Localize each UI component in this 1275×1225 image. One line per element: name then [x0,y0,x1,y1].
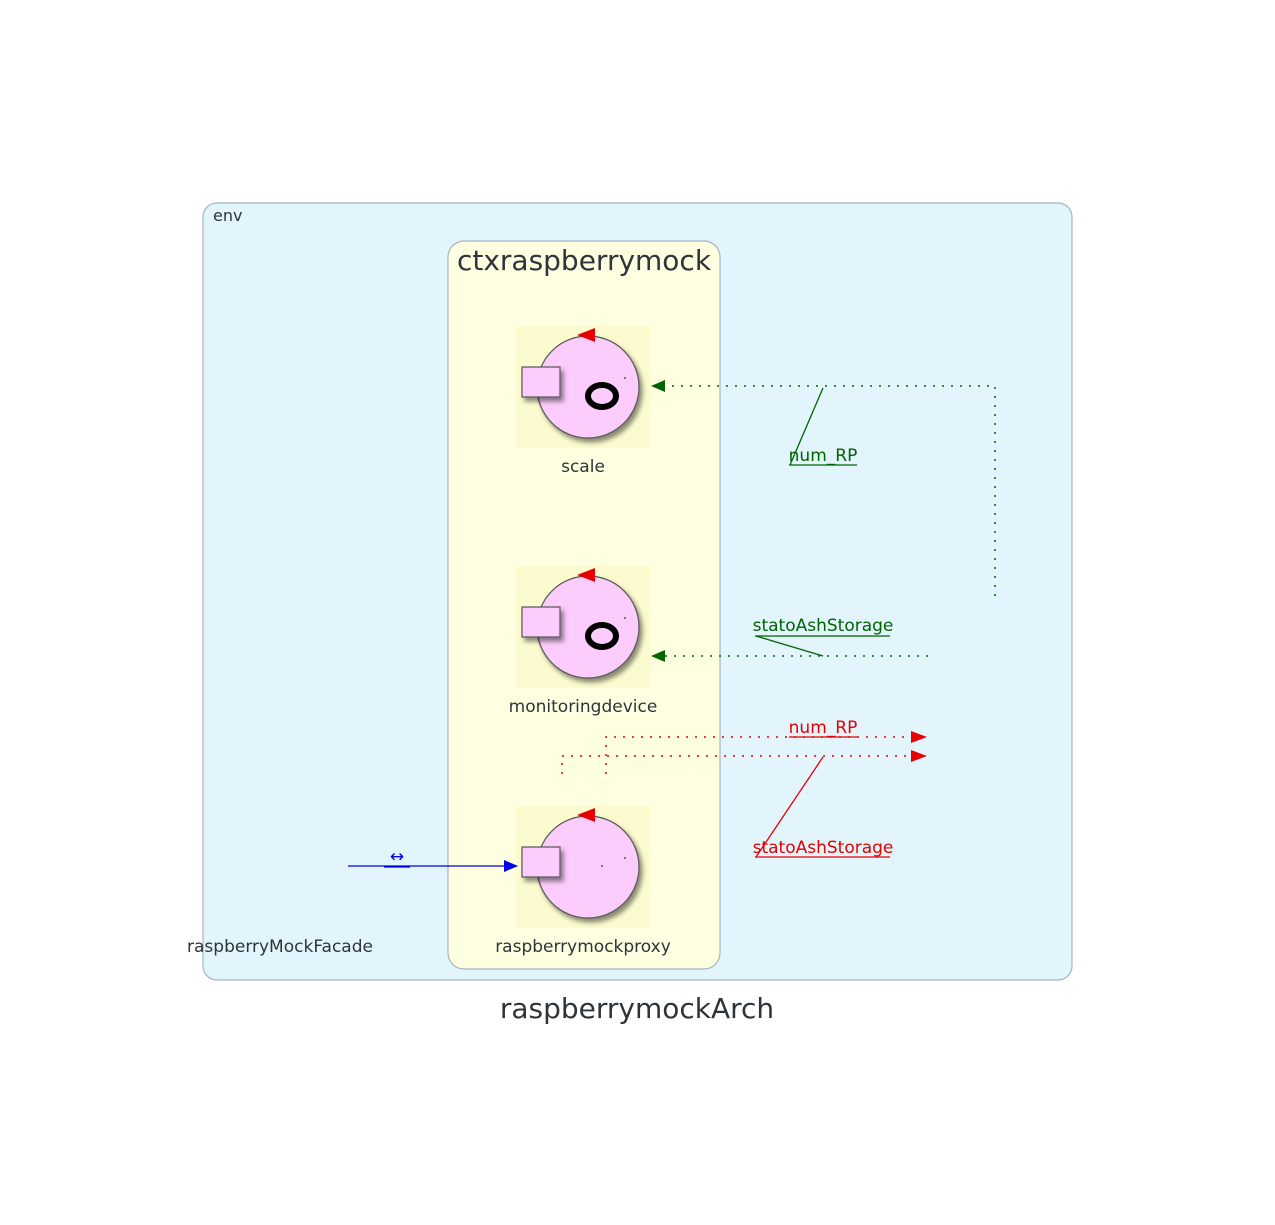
node-label-raspberrymockfacade: raspberryMockFacade [187,937,373,957]
node-raspberrymockfacade[interactable]: raspberryMockFacade [187,937,373,957]
edge-green-stato: statoAshStorage [651,616,928,662]
env-label: env [213,206,242,225]
diagram-caption: raspberrymockArch [500,992,774,1025]
node-label-monitoringdevice: monitoringdevice [509,697,658,717]
edge-blue-facade-proxy: ↔ [348,847,518,872]
actor-icon [521,808,640,919]
edge-red-stato: statoAshStorage [561,750,927,858]
edge-green-num-rp: num_RP [651,380,996,596]
node-scale[interactable]: scale [516,326,651,477]
node-label-raspberrymockproxy: raspberrymockproxy [495,937,671,957]
actor-icon [521,568,640,679]
edge-label-blue-arrow: ↔ [390,847,404,867]
edge-label-red-stato: statoAshStorage [753,838,894,858]
node-raspberrymockproxy[interactable]: raspberrymockproxy [495,806,671,957]
node-label-scale: scale [561,457,605,477]
edge-label-red-num-rp: num_RP [789,718,858,738]
context-label: ctxraspberrymock [457,244,712,277]
node-monitoringdevice[interactable]: monitoringdevice [509,566,658,717]
edge-label-green-stato: statoAshStorage [753,616,894,636]
actor-icon [521,328,640,439]
edge-red-num-rp: num_RP [605,718,927,774]
edge-label-green-num-rp: num_RP [789,446,858,466]
